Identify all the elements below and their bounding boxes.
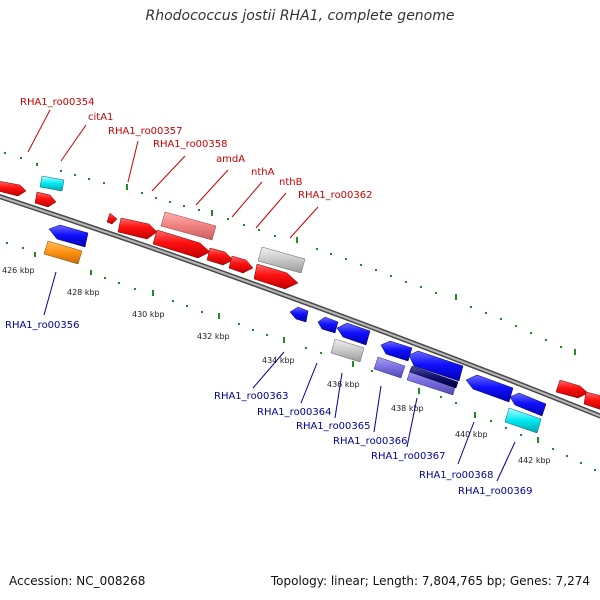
gene-rha1-ro00368[interactable] — [465, 374, 514, 403]
tick-label-434: 434 kbp — [262, 356, 295, 365]
label-rha1-ro00363[interactable]: RHA1_ro00363 — [214, 391, 289, 402]
tick-label-426: 426 kbp — [2, 266, 35, 275]
ruler-tick — [283, 337, 285, 343]
ruler-tick — [296, 237, 298, 243]
gene-rha1-ro00366-blue[interactable] — [380, 340, 413, 362]
ruler-tick — [418, 388, 420, 394]
gene-rha1-ro00355[interactable] — [48, 224, 89, 248]
gene-rha1-ro00368b[interactable] — [509, 392, 547, 417]
tick-label-438: 438 kbp — [391, 404, 424, 413]
label-rha1-ro00368[interactable]: RHA1_ro00368 — [419, 470, 494, 481]
gene-rha1-ro00364b[interactable] — [336, 322, 371, 346]
ruler-tick — [537, 437, 539, 443]
label-rha1-ro00369[interactable]: RHA1_ro00369 — [458, 486, 533, 497]
label-rha1-ro00364[interactable]: RHA1_ro00364 — [257, 407, 332, 418]
tick-label-442: 442 kbp — [518, 456, 551, 465]
label-rha1-ro00367[interactable]: RHA1_ro00367 — [371, 451, 446, 462]
label-rha1-ro00358[interactable]: RHA1_ro00358 — [153, 139, 228, 150]
genome-backbone-highlight — [0, 195, 600, 418]
gene-rha1-ro00357[interactable] — [106, 212, 118, 225]
label-nthb[interactable]: nthB — [279, 177, 303, 188]
gene-rha1-ro00367-dark[interactable] — [409, 365, 459, 389]
forward-genes — [0, 175, 600, 410]
gene-cita1[interactable] — [39, 175, 65, 192]
gene-rha1-ro00356[interactable] — [43, 240, 83, 265]
ruler-tick — [218, 313, 220, 319]
ruler-tick — [211, 210, 213, 216]
gene-ntha[interactable] — [152, 229, 211, 259]
gene-rha1-ro00354[interactable] — [34, 191, 57, 208]
gene-nthb[interactable] — [206, 247, 234, 266]
label-rha1-ro00365[interactable]: RHA1_ro00365 — [296, 421, 371, 432]
gene-rha1-ro00365[interactable] — [330, 338, 365, 363]
gene-nthb-partner[interactable] — [228, 255, 254, 274]
label-rha1-ro00354[interactable]: RHA1_ro00354 — [20, 97, 95, 108]
gene-rha1-ro00363[interactable] — [289, 306, 309, 323]
tick-label-430: 430 kbp — [132, 310, 165, 319]
ruler-tick — [126, 184, 128, 190]
accession-text: Accession: NC_008268 — [9, 574, 146, 588]
topology-text: Topology: linear; Length: 7,804,765 bp; … — [270, 574, 590, 588]
gene-rha1-ro00358[interactable] — [117, 217, 158, 240]
label-rha1-ro00362[interactable]: RHA1_ro00362 — [298, 190, 373, 201]
tick-label-428: 428 kbp — [67, 288, 100, 297]
label-amda[interactable]: amdA — [216, 154, 245, 165]
forward-gene-labels: RHA1_ro00354 citA1 RHA1_ro00357 RHA1_ro0… — [20, 97, 373, 201]
tick-label-440: 440 kbp — [455, 430, 488, 439]
reverse-leaders — [43, 271, 516, 482]
genome-backbone — [0, 194, 600, 419]
ruler-tick — [152, 290, 154, 296]
gene-rha1-ro00364[interactable] — [317, 316, 339, 334]
map-title: Rhodococcus jostii RHA1, complete genome — [145, 8, 455, 24]
gene-rha1-ro00362[interactable] — [253, 263, 299, 290]
reverse-genes — [43, 224, 547, 434]
gene-rha1-ro00366b[interactable] — [408, 350, 464, 382]
label-ntha[interactable]: nthA — [251, 167, 275, 178]
tick-labels: 426 kbp 428 kbp 430 kbp 432 kbp 434 kbp … — [2, 266, 551, 465]
gene-right-1[interactable] — [555, 379, 589, 399]
reverse-gene-labels: RHA1_ro00356 RHA1_ro00363 RHA1_ro00364 R… — [5, 320, 533, 497]
gene-amda[interactable] — [160, 211, 217, 241]
tick-label-436: 436 kbp — [327, 380, 360, 389]
label-rha1-ro00366[interactable]: RHA1_ro00366 — [333, 436, 408, 447]
ruler-tick — [574, 349, 576, 355]
ruler-tick — [34, 252, 36, 257]
gene-right-2[interactable] — [583, 391, 600, 410]
gene-rha1-ro00366[interactable] — [373, 356, 406, 379]
tick-label-432: 432 kbp — [197, 332, 230, 341]
ruler-tick — [90, 270, 92, 275]
ruler-tick — [455, 294, 457, 300]
gene-rha1-ro00369[interactable] — [504, 407, 542, 434]
ruler-tick — [36, 163, 38, 166]
ruler-tick — [474, 412, 476, 418]
gene-rha1-ro00353[interactable] — [0, 181, 27, 197]
ruler-tick — [352, 361, 354, 367]
upper-ruler — [4, 152, 576, 355]
forward-leaders — [27, 109, 319, 239]
label-rha1-ro00356[interactable]: RHA1_ro00356 — [5, 320, 80, 331]
lower-ruler — [6, 242, 596, 471]
label-cita1[interactable]: citA1 — [88, 112, 113, 123]
label-rha1-ro00357[interactable]: RHA1_ro00357 — [108, 126, 183, 137]
gene-rha1-ro00362-gray[interactable] — [257, 246, 306, 274]
